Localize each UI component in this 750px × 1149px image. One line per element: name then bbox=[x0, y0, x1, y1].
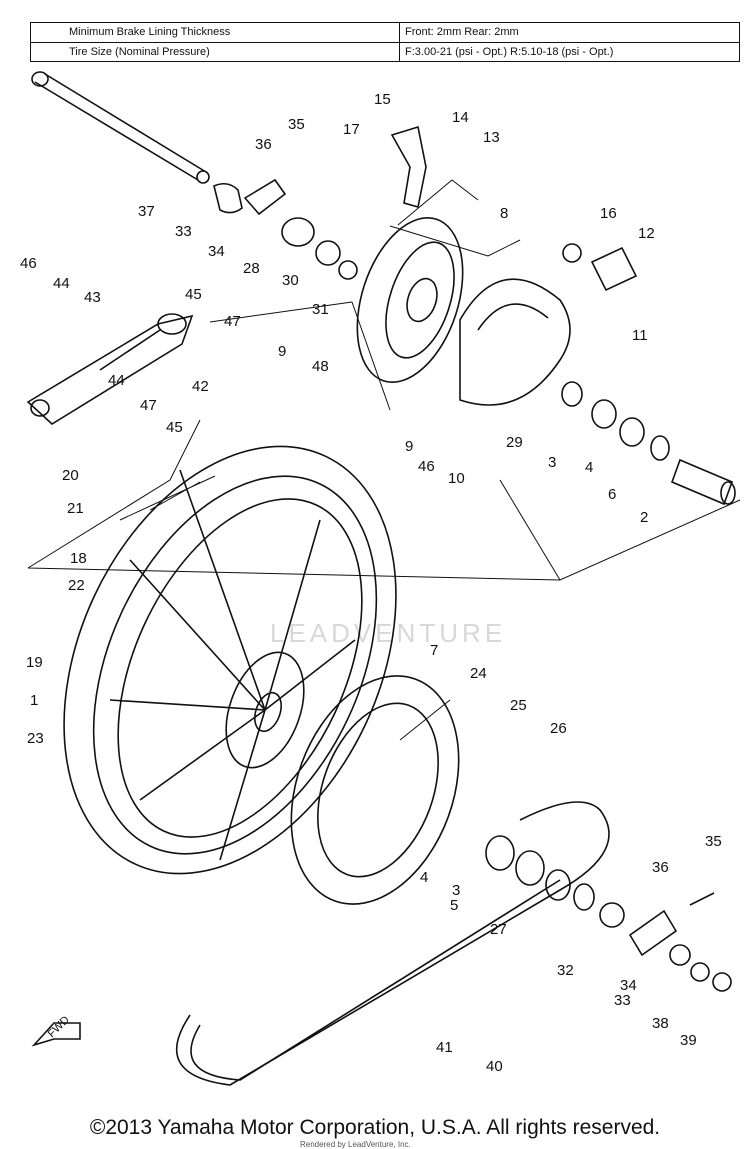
callout-7: 7 bbox=[430, 642, 438, 659]
callout-45-b: 45 bbox=[166, 419, 183, 436]
callout-4: 4 bbox=[585, 459, 593, 476]
callout-11: 11 bbox=[632, 327, 648, 344]
callout-3-b: 3 bbox=[452, 882, 460, 899]
callout-13: 13 bbox=[483, 129, 500, 146]
callout-34-b: 34 bbox=[620, 977, 637, 994]
copyright-text: ©2013 Yamaha Motor Corporation, U.S.A. A… bbox=[89, 1116, 661, 1139]
callout-47: 47 bbox=[224, 313, 241, 330]
callout-48: 48 bbox=[312, 358, 329, 375]
callout-17: 17 bbox=[343, 121, 360, 138]
callout-9-b: 9 bbox=[405, 438, 413, 455]
rendered-by-text: Rendered by LeadVenture, Inc. bbox=[300, 1140, 411, 1149]
callout-16: 16 bbox=[600, 205, 617, 222]
callout-labels: 1 2 3 4 5 6 7 8 9 10 11 12 13 14 15 16 1… bbox=[20, 91, 722, 1075]
callout-45: 45 bbox=[185, 286, 202, 303]
callout-20: 20 bbox=[62, 467, 79, 484]
callout-10: 10 bbox=[448, 470, 465, 487]
callout-1: 1 bbox=[30, 692, 38, 709]
callout-30: 30 bbox=[282, 272, 299, 289]
callout-2: 2 bbox=[640, 509, 648, 526]
callout-32: 32 bbox=[557, 962, 574, 979]
callout-14: 14 bbox=[452, 109, 469, 126]
callout-19: 19 bbox=[26, 654, 43, 671]
callout-4-b: 4 bbox=[420, 869, 428, 886]
callout-39: 39 bbox=[680, 1032, 697, 1049]
callout-41: 41 bbox=[436, 1039, 453, 1056]
spec-table: Minimum Brake Lining Thickness Front: 2m… bbox=[30, 22, 740, 62]
callout-8: 8 bbox=[500, 205, 508, 222]
callout-40: 40 bbox=[486, 1058, 503, 1075]
callout-44: 44 bbox=[53, 275, 70, 292]
callout-18: 18 bbox=[70, 550, 87, 567]
exploded-wheel-diagram: 1 2 3 4 5 6 7 8 9 10 11 12 13 14 15 16 1… bbox=[20, 71, 741, 1086]
callout-24: 24 bbox=[470, 665, 487, 682]
callout-34: 34 bbox=[208, 243, 225, 260]
fwd-label: FWD bbox=[46, 1014, 72, 1040]
callout-5: 5 bbox=[450, 897, 458, 914]
callout-36: 36 bbox=[255, 136, 272, 153]
callout-44-b: 44 bbox=[108, 372, 125, 389]
callout-35-b: 35 bbox=[705, 833, 722, 850]
callout-38: 38 bbox=[652, 1015, 669, 1032]
callout-21: 21 bbox=[67, 500, 84, 517]
callout-27: 27 bbox=[490, 921, 507, 938]
spec-label: Minimum Brake Lining Thickness bbox=[69, 26, 231, 38]
callout-9: 9 bbox=[278, 343, 286, 360]
callout-47-b: 47 bbox=[140, 397, 157, 414]
callout-36-b: 36 bbox=[652, 859, 669, 876]
callout-33: 33 bbox=[175, 223, 192, 240]
callout-46: 46 bbox=[20, 255, 37, 272]
diagram-linework bbox=[26, 71, 741, 1086]
callout-12: 12 bbox=[638, 225, 655, 242]
callout-43: 43 bbox=[84, 289, 101, 306]
callout-29: 29 bbox=[506, 434, 523, 451]
spec-row-brake-lining: Minimum Brake Lining Thickness Front: 2m… bbox=[31, 23, 739, 42]
watermark: LEADVENTURE bbox=[270, 618, 507, 648]
callout-26: 26 bbox=[550, 720, 567, 737]
callout-37: 37 bbox=[138, 203, 155, 220]
table-divider bbox=[399, 23, 400, 61]
callout-15: 15 bbox=[374, 91, 391, 108]
callout-23: 23 bbox=[27, 730, 44, 747]
callout-33-b: 33 bbox=[614, 992, 631, 1009]
callout-28: 28 bbox=[243, 260, 260, 277]
callout-46-b: 46 bbox=[418, 458, 435, 475]
spec-value: F:3.00-21 (psi - Opt.) R:5.10-18 (psi - … bbox=[405, 46, 614, 58]
spec-row-tire-size: Tire Size (Nominal Pressure) F:3.00-21 (… bbox=[31, 42, 739, 62]
callout-35: 35 bbox=[288, 116, 305, 133]
callout-31: 31 bbox=[312, 301, 329, 318]
callout-42: 42 bbox=[192, 378, 209, 395]
callout-25: 25 bbox=[510, 697, 527, 714]
spec-value: Front: 2mm Rear: 2mm bbox=[405, 26, 519, 38]
callout-6: 6 bbox=[608, 486, 616, 503]
callout-3: 3 bbox=[548, 454, 556, 471]
callout-22: 22 bbox=[68, 577, 85, 594]
spec-label: Tire Size (Nominal Pressure) bbox=[69, 46, 210, 58]
